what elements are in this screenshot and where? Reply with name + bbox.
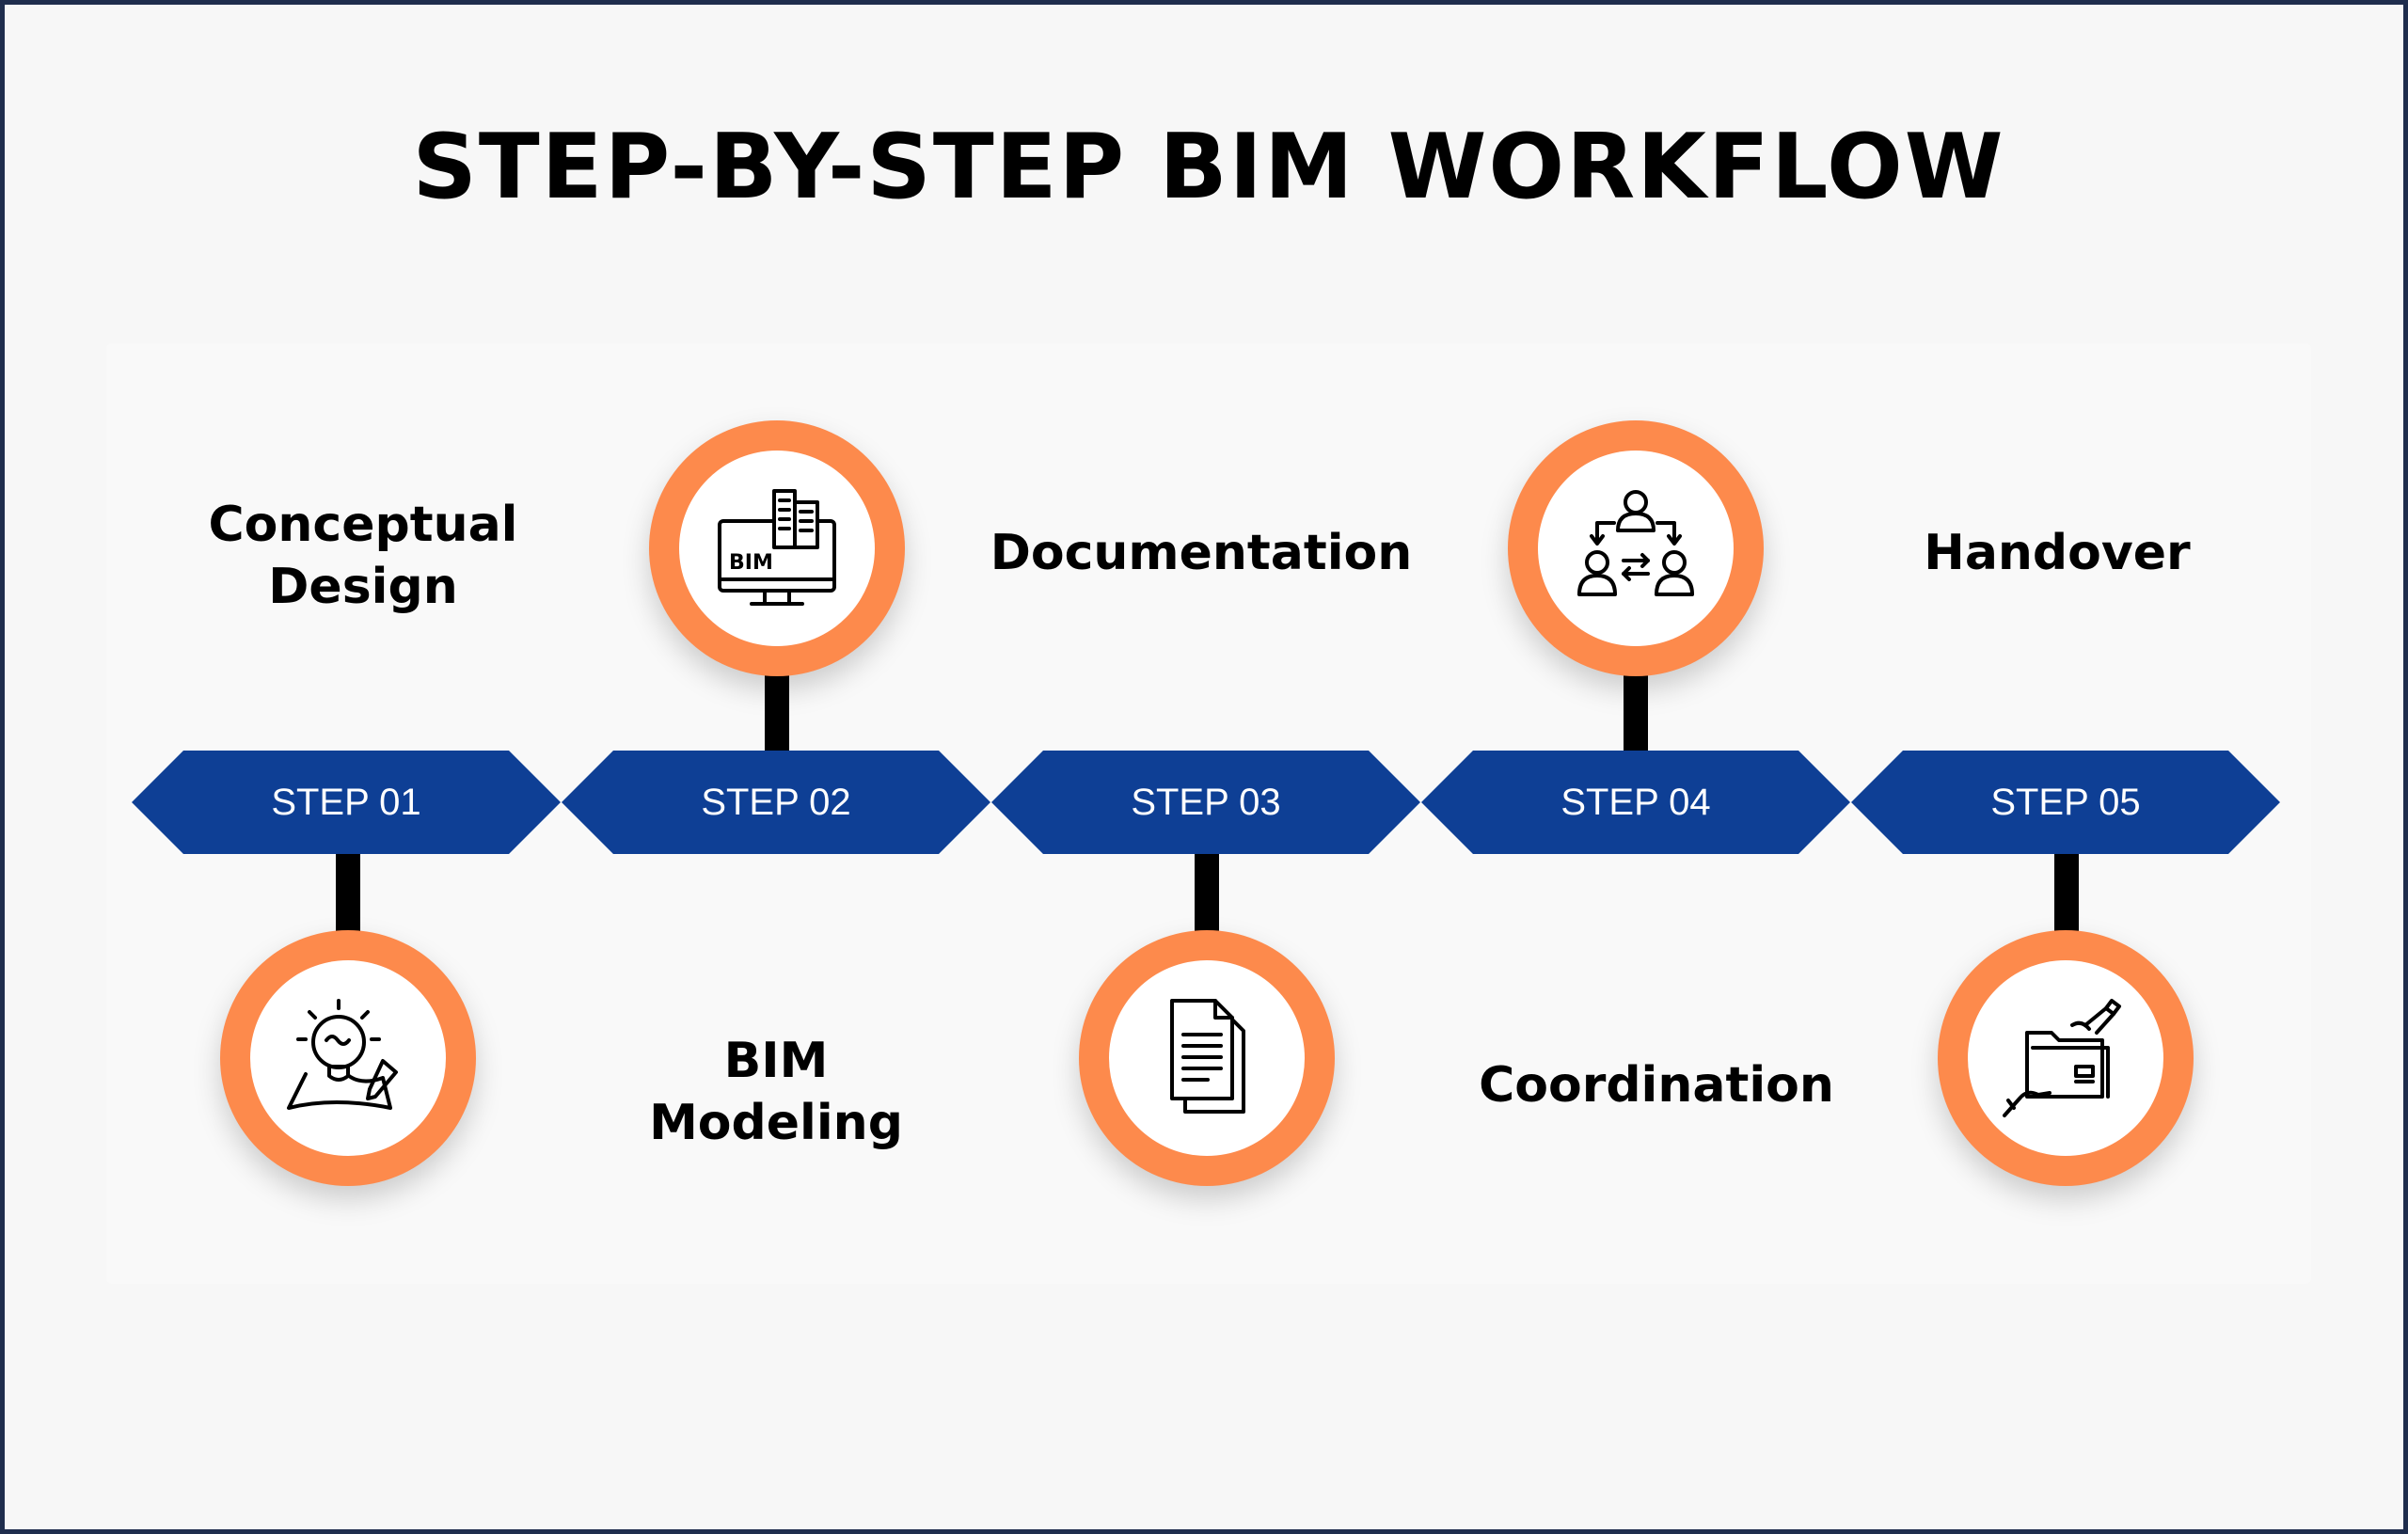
step-05-icon-badge <box>1938 930 2194 1186</box>
bim-icon-text: BIM <box>729 551 773 575</box>
bim-monitor-icon: BIM <box>718 489 836 606</box>
folder-handover-icon <box>2003 999 2121 1117</box>
step-02-icon-badge: BIM <box>649 420 905 676</box>
step-04-icon-badge <box>1508 420 1764 676</box>
team-exchange-icon <box>1577 490 1694 596</box>
step-01-name: Conceptual Design <box>208 497 518 615</box>
step-03-icon-badge <box>1079 930 1335 1186</box>
step-04-bar: STEP 04 <box>1421 751 1850 854</box>
lightbulb-sketch-icon <box>287 999 398 1110</box>
step-03-connector <box>1195 854 1219 931</box>
step-03-bar: STEP 03 <box>991 751 1420 854</box>
step-03-name: Documentation <box>990 525 1413 581</box>
step-05-bar: STEP 05 <box>1851 751 2280 854</box>
step-05-name: Handover <box>1924 525 2191 581</box>
page-title: STEP-BY-STEP BIM WORKFLOW <box>412 116 2005 219</box>
step-01-connector <box>336 854 360 931</box>
step-02-connector <box>765 674 789 751</box>
step-04-connector <box>1624 674 1648 751</box>
step-04-name: Coordination <box>1479 1057 1834 1114</box>
step-02-name: BIM Modeling <box>649 1033 903 1151</box>
step-01-bar: STEP 01 <box>132 751 561 854</box>
step-02-bar: STEP 02 <box>562 751 990 854</box>
step-01-icon-badge <box>220 930 476 1186</box>
step-05-connector <box>2054 854 2079 931</box>
documents-icon <box>1170 999 1245 1114</box>
